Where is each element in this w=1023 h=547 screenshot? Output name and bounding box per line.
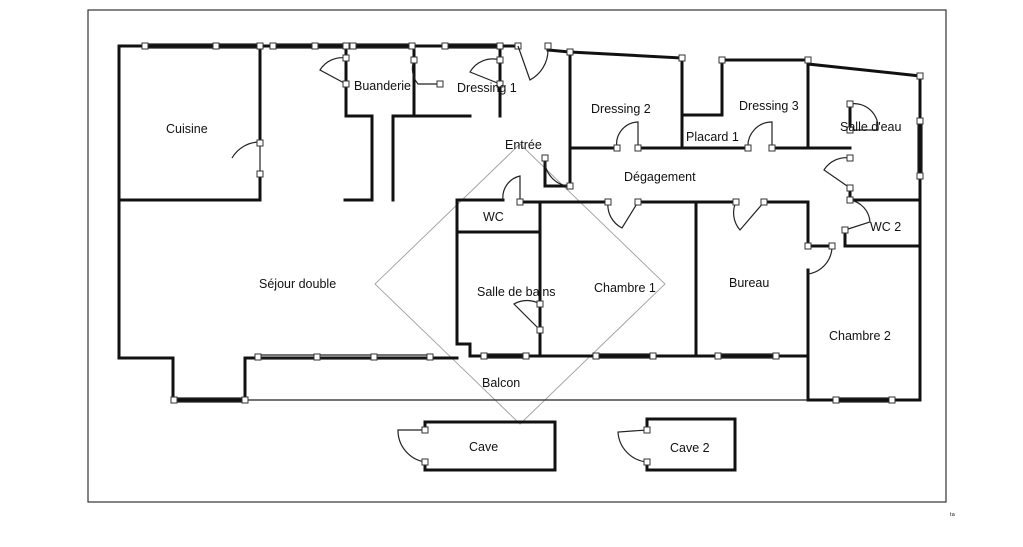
- label-placard-1: Placard 1: [686, 130, 739, 144]
- cave-2: [617, 417, 737, 472]
- label-cave-2: Cave 2: [670, 441, 710, 455]
- drawing-frame: [87, 9, 947, 503]
- label-balcon: Balcon: [482, 376, 520, 390]
- label-salle-de-bains: Salle de bains: [477, 285, 556, 299]
- windows: [141, 42, 924, 404]
- label-wc: WC: [483, 210, 504, 224]
- label-degagement: Dégagement: [624, 170, 696, 184]
- cave-1: [397, 420, 557, 472]
- label-cuisine: Cuisine: [166, 122, 208, 136]
- doors: [231, 45, 879, 334]
- label-sejour-double: Séjour double: [259, 277, 336, 291]
- label-dressing-2: Dressing 2: [591, 102, 651, 116]
- label-chambre-2: Chambre 2: [829, 329, 891, 343]
- label-chambre-1: Chambre 1: [594, 281, 656, 295]
- corner-mark: ᵗᵃ: [950, 511, 956, 520]
- walls: [117, 44, 922, 402]
- label-bureau: Bureau: [729, 276, 769, 290]
- label-dressing-1: Dressing 1: [457, 81, 517, 95]
- label-wc-2: WC 2: [870, 220, 901, 234]
- label-entree: Entrée: [505, 138, 542, 152]
- label-cave: Cave: [469, 440, 498, 454]
- label-salle-eau: Salle d'eau: [840, 120, 902, 134]
- label-dressing-3: Dressing 3: [739, 99, 799, 113]
- watermark-diamond: [374, 143, 666, 425]
- label-buanderie: Buanderie: [354, 79, 411, 93]
